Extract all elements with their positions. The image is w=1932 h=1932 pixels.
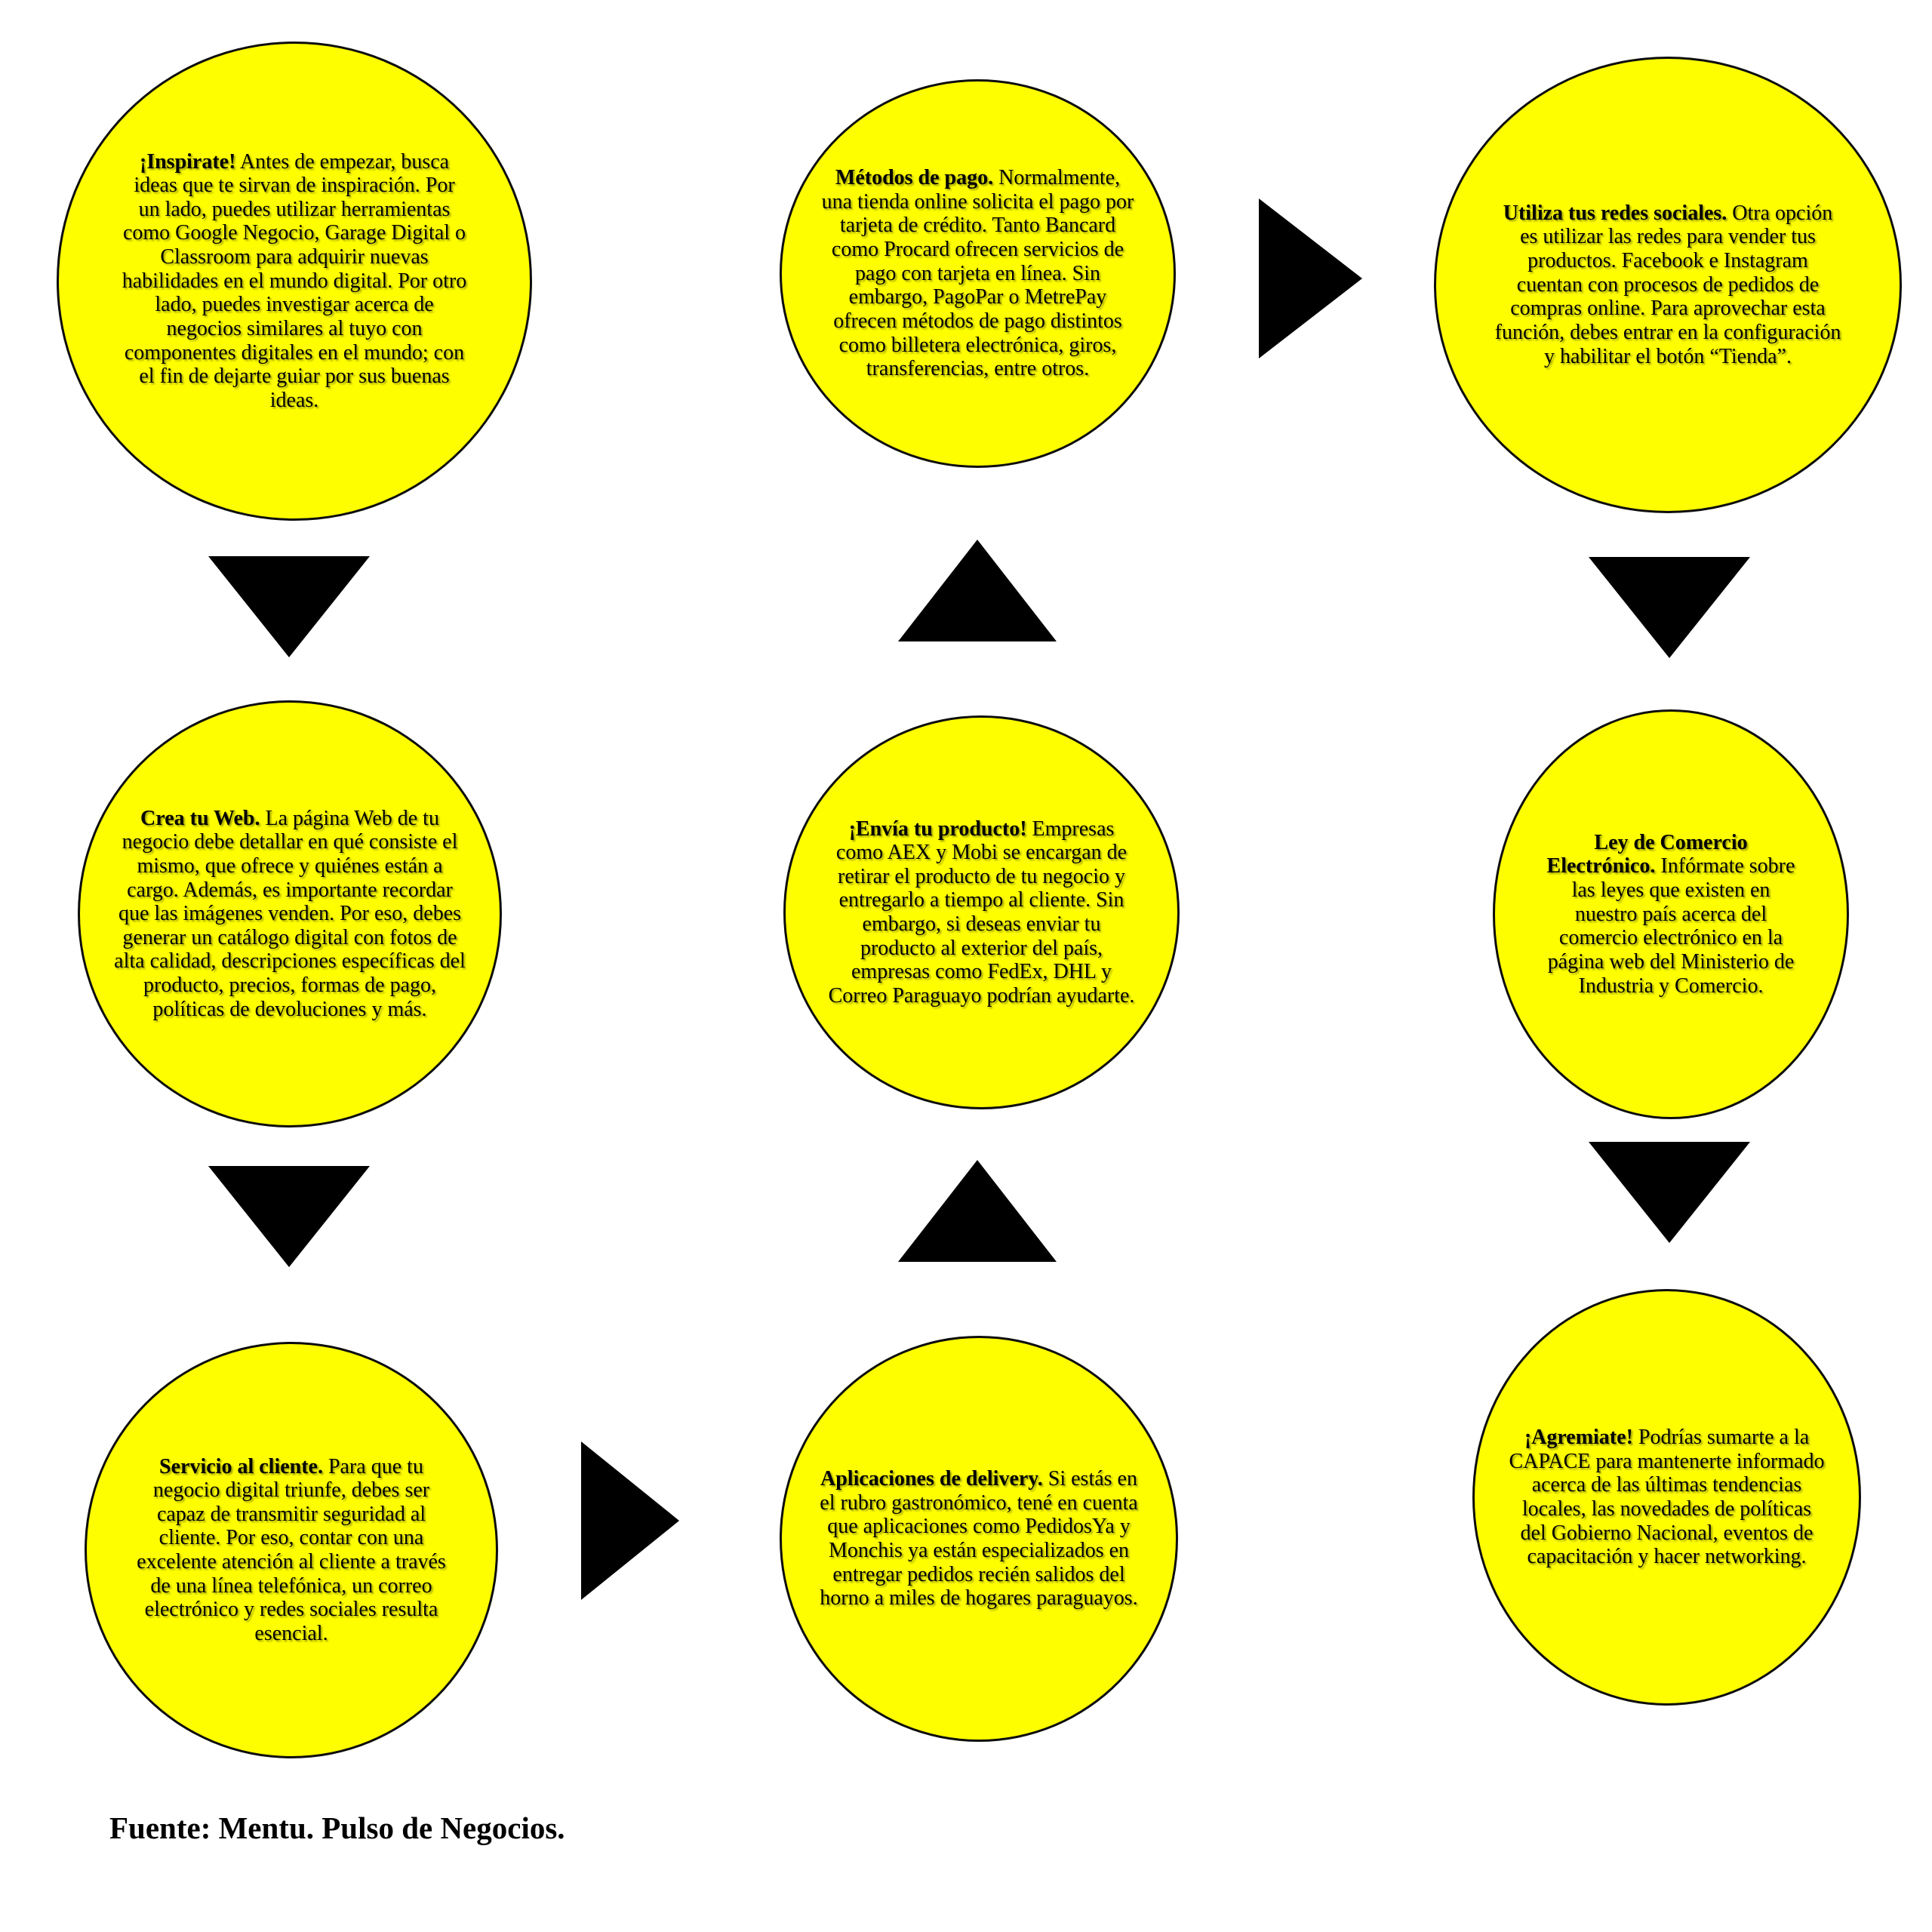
step-body: Podrías sumarte a la CAPACE para mantene…: [1509, 1426, 1825, 1569]
step-title: Crea tu Web.: [140, 806, 260, 830]
step-title: ¡Agremiate!: [1524, 1426, 1633, 1450]
step-text: Ley de Comercio Electrónico. Infórmate s…: [1543, 831, 1799, 998]
arrow-down-icon: [208, 556, 370, 657]
step-text: Servicio al cliente. Para que tu negocio…: [133, 1455, 450, 1646]
arrow-down-icon: [1589, 557, 1750, 658]
step-body: Normalmente, una tienda online solicita …: [821, 166, 1134, 381]
step-title: ¡Envía tu producto!: [848, 817, 1027, 841]
step-bubble-ley-comercio-electronico: Ley de Comercio Electrónico. Infórmate s…: [1493, 709, 1849, 1119]
step-text: Métodos de pago. Normalmente, una tienda…: [820, 166, 1137, 381]
arrow-down-icon: [1589, 1142, 1750, 1243]
step-text: ¡Agremiate! Podrías sumarte a la CAPACE …: [1509, 1426, 1826, 1569]
step-bubble-metodos-de-pago: Métodos de pago. Normalmente, una tienda…: [780, 79, 1176, 468]
step-body: Infórmate sobre las leyes que existen en…: [1547, 854, 1795, 998]
arrow-up-icon: [898, 1160, 1057, 1262]
step-text: Crea tu Web. La página Web de tu negocio…: [112, 807, 467, 1022]
step-title: Servicio al cliente.: [159, 1454, 323, 1478]
step-body: Antes de empezar, busca ideas que te sir…: [122, 149, 467, 412]
step-text: Aplicaciones de delivery. Si estás en el…: [813, 1467, 1145, 1611]
step-body: Si estás en el rubro gastronómico, tené …: [820, 1467, 1138, 1611]
step-body: Empresas como AEX y Mobi se encargan de …: [828, 817, 1135, 1008]
step-title: ¡Inspirate!: [139, 149, 236, 174]
step-bubble-envia-tu-producto: ¡Envía tu producto! Empresas como AEX y …: [783, 715, 1180, 1109]
step-body: Otra opción es utilizar las redes para v…: [1494, 201, 1841, 368]
step-text: Utiliza tus redes sociales. Otra opción …: [1494, 202, 1841, 368]
step-text: ¡Envía tu producto! Empresas como AEX y …: [823, 817, 1140, 1008]
step-bubble-redes-sociales: Utiliza tus redes sociales. Otra opción …: [1434, 57, 1902, 513]
source-caption: Fuente: Mentu. Pulso de Negocios.: [109, 1810, 565, 1845]
step-title: Aplicaciones de delivery.: [820, 1467, 1043, 1491]
arrow-right-icon: [1259, 198, 1362, 358]
step-bubble-servicio-al-cliente: Servicio al cliente. Para que tu negocio…: [85, 1342, 498, 1758]
step-title: Ley de Comercio Electrónico.: [1546, 830, 1748, 878]
arrow-down-icon: [208, 1166, 370, 1267]
step-text: ¡Inspirate! Antes de empezar, busca idea…: [121, 150, 468, 413]
step-body: Para que tu negocio digital triunfe, deb…: [137, 1454, 446, 1645]
step-bubble-agremiate: ¡Agremiate! Podrías sumarte a la CAPACE …: [1472, 1289, 1861, 1706]
arrow-right-icon: [581, 1441, 679, 1600]
arrow-up-icon: [898, 540, 1057, 641]
step-bubble-inspirate: ¡Inspirate! Antes de empezar, busca idea…: [57, 42, 532, 521]
step-title: Utiliza tus redes sociales.: [1503, 201, 1727, 225]
step-bubble-crea-tu-web: Crea tu Web. La página Web de tu negocio…: [78, 700, 502, 1128]
step-bubble-aplicaciones-delivery: Aplicaciones de delivery. Si estás en el…: [780, 1336, 1178, 1742]
step-title: Métodos de pago.: [835, 166, 994, 190]
step-body: La página Web de tu negocio debe detalla…: [114, 806, 466, 1021]
